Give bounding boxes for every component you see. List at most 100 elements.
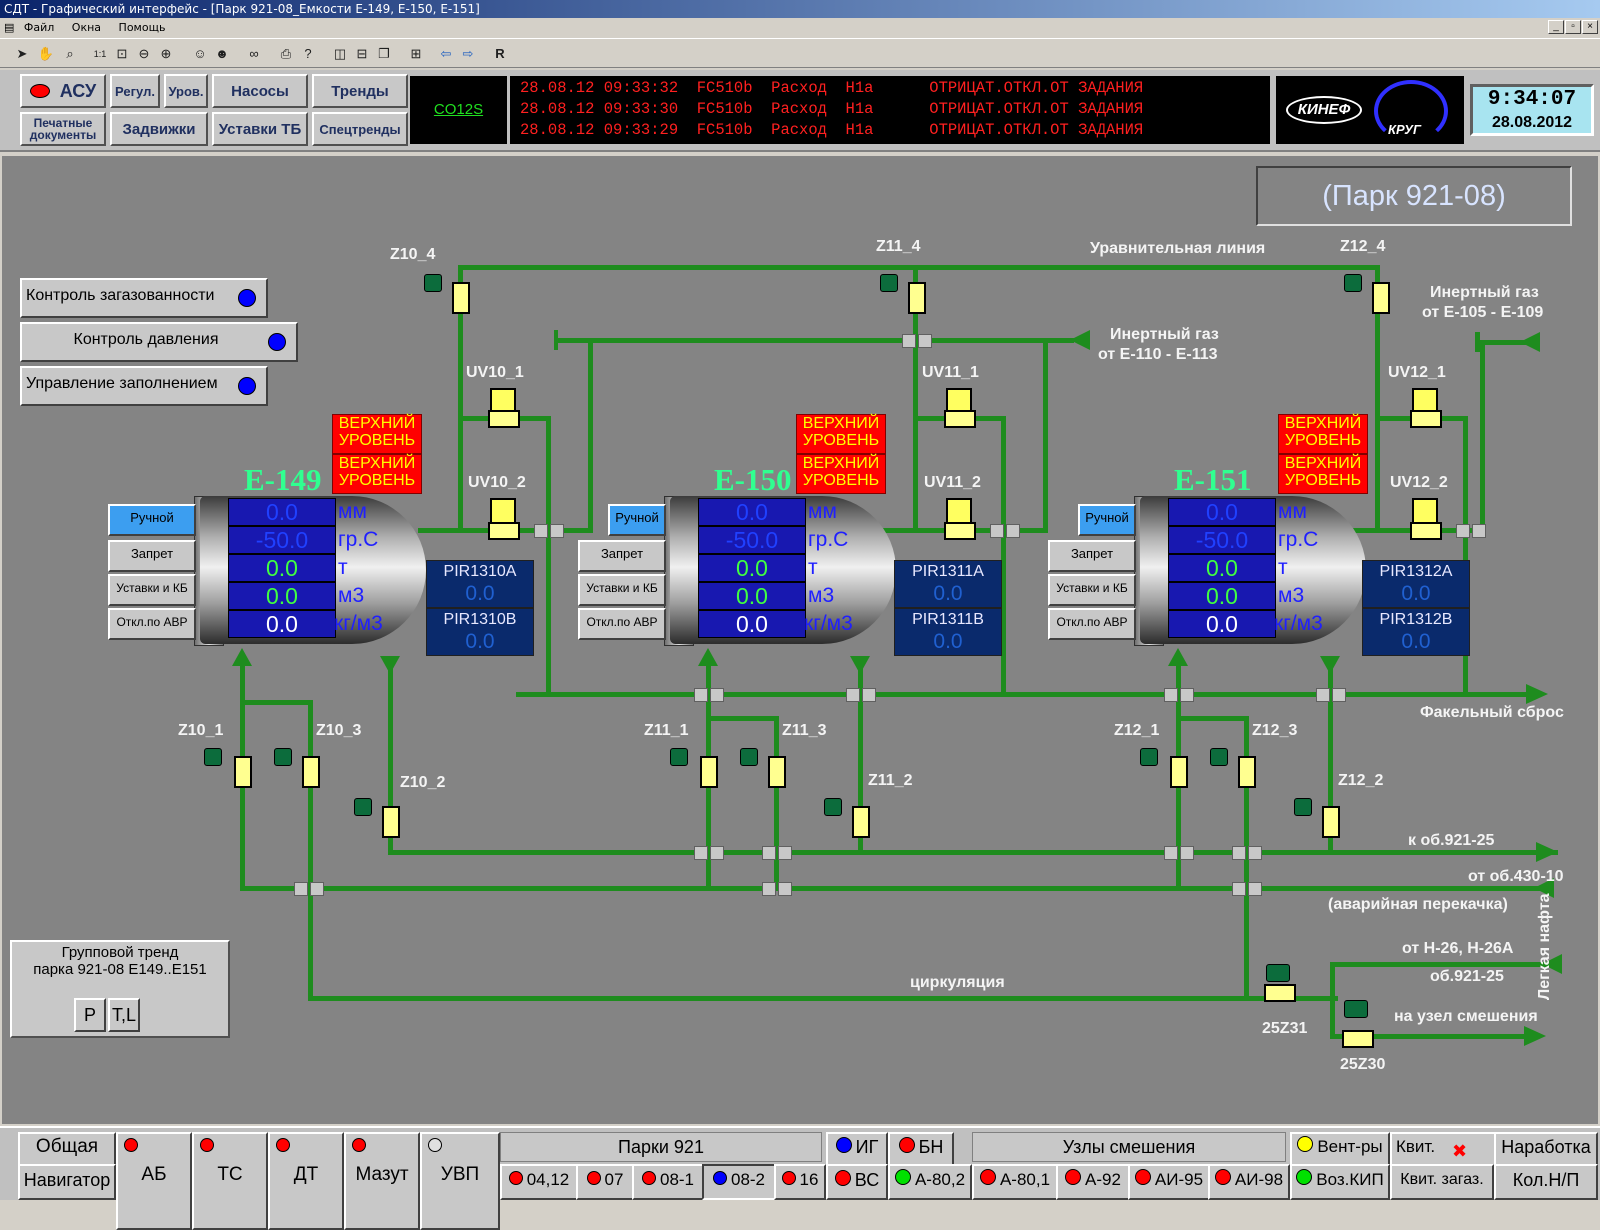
dt-button[interactable]: ДТ [268,1132,344,1230]
ig-button[interactable]: ИГ [826,1132,888,1166]
valve-z12-4[interactable] [1372,282,1390,314]
window-list-icon[interactable]: ⊞ [410,46,422,61]
valve-z10-3[interactable] [302,756,320,788]
valve-uv11-2[interactable] [944,522,976,540]
product-count-button[interactable]: Кол.Н/П [1494,1164,1598,1200]
alarm-row[interactable]: 28.08.12 09:33:30 FC510b Расход H1a ОТРИ… [520,100,1144,118]
valve-uv11-1[interactable] [944,410,976,428]
nasosy-button[interactable]: Насосы [212,74,308,108]
alarm-row[interactable]: 28.08.12 09:33:32 FC510b Расход H1a ОТРИ… [520,79,1144,97]
manual-mode-button[interactable]: Ручной [608,504,666,536]
pressure-trend-button[interactable]: Р [74,998,106,1032]
setpoints-button[interactable]: Уставки и КБ [578,574,666,606]
print-docs-button[interactable]: Печатные документы [20,112,106,146]
help-icon[interactable]: ? [304,46,312,61]
minimize-icon[interactable]: _ [1548,20,1564,34]
forward-arrow-icon[interactable]: ⇨ [462,46,474,61]
avr-off-button[interactable]: Откл.по АВР [1048,608,1136,640]
fill-control-button[interactable]: Управление заполнением [20,366,268,406]
menu-windows[interactable]: Окна [71,21,102,34]
print-icon[interactable]: ⎙ [280,46,292,61]
a80-1-button[interactable]: А-80,1 [972,1164,1058,1200]
temp-level-trend-button[interactable]: T,L [108,998,140,1032]
co12s-link[interactable]: CO12S [410,76,507,144]
magnifier-icon[interactable]: ⌕ [66,46,74,61]
ustavki-tb-button[interactable]: Уставки ТБ [212,112,308,146]
fans-button[interactable]: Вент-ры [1290,1132,1390,1166]
users-icon[interactable]: ☺ [193,46,207,61]
tile-horizontal-icon[interactable]: ⊟ [356,46,368,61]
user-icon[interactable]: ☻ [215,46,229,61]
zoom-in-icon[interactable]: ⊕ [160,46,172,61]
valve-z11-1[interactable] [700,756,718,788]
valve-25z31[interactable] [1264,984,1296,1002]
valve-z10-2[interactable] [382,806,400,838]
pressure-control-button[interactable]: Контроль давления [20,322,298,362]
back-arrow-icon[interactable]: ⇦ [440,46,452,61]
runtime-button[interactable]: Наработка [1494,1132,1598,1166]
a80-2-button[interactable]: А-80,2 [888,1164,972,1200]
ai95-button[interactable]: АИ-95 [1128,1164,1210,1200]
valve-z12-3[interactable] [1238,756,1256,788]
valve-z12-2[interactable] [1322,806,1340,838]
manual-mode-button[interactable]: Ручной [108,504,196,536]
park-16-button[interactable]: 16 [774,1164,826,1200]
valve-uv12-2[interactable] [1410,522,1442,540]
bn-button[interactable]: БН [888,1132,954,1166]
forbid-button[interactable]: Запрет [108,540,196,572]
ai98-button[interactable]: АИ-98 [1208,1164,1290,1200]
valve-z11-3[interactable] [768,756,786,788]
manual-mode-button[interactable]: Ручной [1078,504,1136,536]
valve-z10-4[interactable] [452,282,470,314]
menu-file[interactable]: Файл [23,21,55,34]
avr-off-button[interactable]: Откл.по АВР [578,608,666,640]
valve-uv10-1[interactable] [488,410,520,428]
valve-uv12-1[interactable] [1410,410,1442,428]
forbid-button[interactable]: Запрет [578,540,666,572]
mazut-button[interactable]: Мазут [344,1132,420,1230]
close-icon[interactable]: × [1582,20,1598,34]
valve-z10-1[interactable] [234,756,252,788]
urov-button[interactable]: Уров. [164,74,208,108]
valve-z11-2[interactable] [852,806,870,838]
valve-z12-1[interactable] [1170,756,1188,788]
valve-25z30[interactable] [1342,1030,1374,1048]
gas-control-button[interactable]: Контроль загазованности [20,278,268,318]
hand-icon[interactable]: ✋ [37,46,55,61]
asu-button[interactable]: АСУ [20,74,106,108]
zoom-out-icon[interactable]: ⊖ [138,46,150,61]
regul-button[interactable]: Регул. [110,74,160,108]
valve-uv10-2[interactable] [488,522,520,540]
air-kip-button[interactable]: Воз.КИП [1290,1164,1390,1200]
park-08-1-button[interactable]: 08-1 [632,1164,704,1200]
setpoints-button[interactable]: Уставки и КБ [108,574,196,606]
binoculars-icon[interactable]: ∞ [249,46,259,61]
avr-off-button[interactable]: Откл.по АВР [108,608,196,640]
cascade-icon[interactable]: ❐ [378,46,390,61]
refresh-r-icon[interactable]: R [495,46,505,61]
zoom-1-1-icon[interactable]: 1:1 [93,49,107,59]
vs-button[interactable]: ВС [826,1164,888,1200]
navigator-button[interactable]: Навигатор [18,1164,116,1200]
valve-z11-4[interactable] [908,282,926,314]
tile-vertical-icon[interactable]: ◫ [333,46,347,61]
park-07-button[interactable]: 07 [576,1164,634,1200]
restore-icon[interactable]: ▫ [1565,20,1581,34]
trendy-button[interactable]: Тренды [312,74,408,108]
uvp-button[interactable]: УВП [420,1132,500,1230]
zoom-fit-icon[interactable]: ⊡ [116,46,128,61]
pointer-icon[interactable]: ➤ [16,46,28,61]
zadvizhki-button[interactable]: Задвижки [110,112,208,146]
general-button[interactable]: Общая [18,1132,116,1166]
acknowledge-button[interactable]: Квит.✖ [1390,1132,1498,1166]
park-04-12-button[interactable]: 04,12 [500,1164,578,1200]
a92-button[interactable]: А-92 [1056,1164,1130,1200]
spectrendy-button[interactable]: Спецтренды [312,112,408,146]
forbid-button[interactable]: Запрет [1048,540,1136,572]
ts-button[interactable]: ТС [192,1132,268,1230]
